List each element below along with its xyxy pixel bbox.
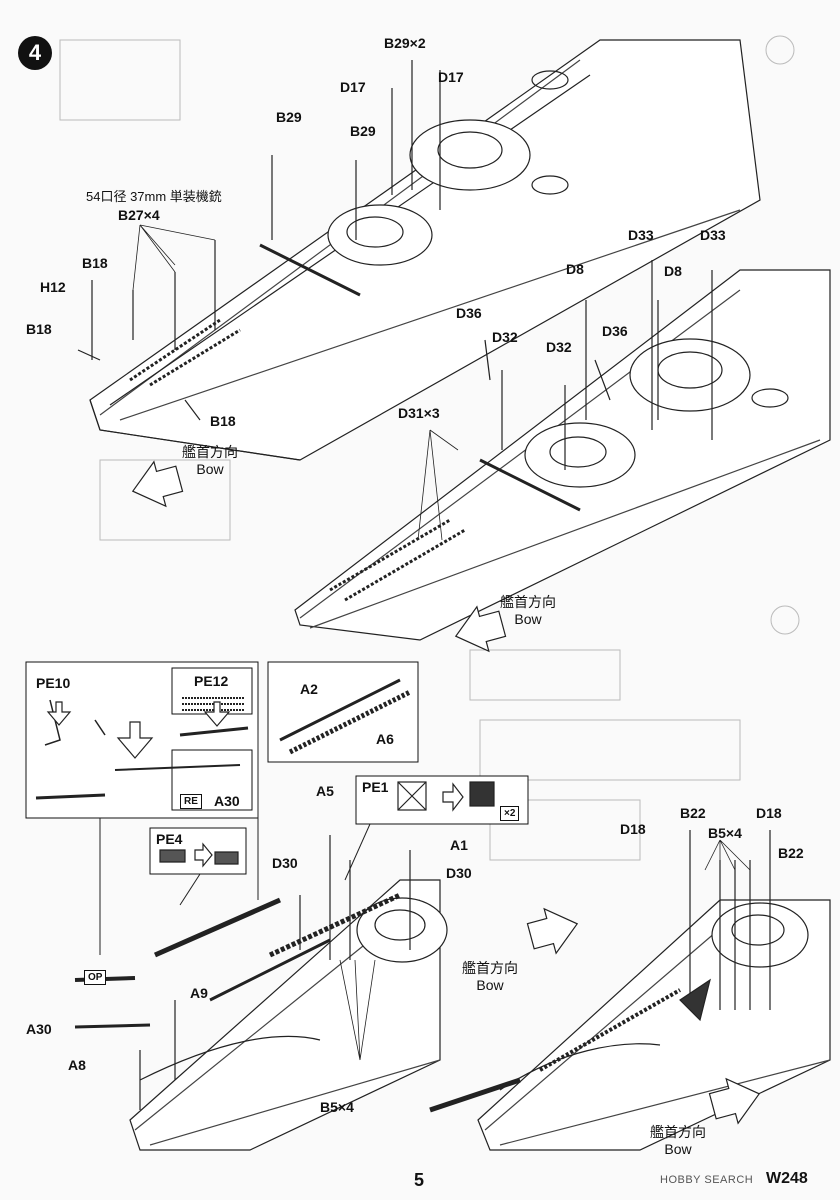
label-a9: A9	[190, 985, 208, 1001]
label-b29-b: B29	[350, 123, 376, 139]
label-d8-a: D8	[566, 261, 584, 277]
bow-direction-label-2: 艦首方向 Bow	[500, 594, 556, 628]
label-d18-a: D18	[756, 805, 782, 821]
label-pe1: PE1	[362, 779, 389, 795]
label-d32-a: D32	[492, 329, 518, 345]
label-d31x3: D31×3	[398, 405, 440, 421]
bow-direction-label-3: 艦首方向 Bow	[462, 960, 518, 994]
label-b18-c: B18	[210, 413, 236, 429]
label-d33-a: D33	[628, 227, 654, 243]
bow-jp-2: 艦首方向	[500, 594, 556, 610]
label-pe4: PE4	[156, 831, 183, 847]
label-a8: A8	[68, 1057, 86, 1073]
label-op: OP	[84, 970, 107, 985]
label-b5x4-b: B5×4	[708, 825, 742, 841]
label-b27x4: B27×4	[118, 207, 160, 223]
bow-direction-label-1: 艦首方向 Bow	[182, 444, 238, 478]
label-re: RE	[180, 794, 202, 809]
label-d17-b: D17	[438, 69, 464, 85]
label-d8-b: D8	[664, 263, 682, 279]
bow-direction-label-4: 艦首方向 Bow	[650, 1124, 706, 1158]
watermark: HOBBY SEARCH	[660, 1174, 754, 1186]
bow-en-4: Bow	[664, 1141, 692, 1157]
label-d30-a: D30	[272, 855, 298, 871]
label-a30-a: A30	[214, 793, 240, 809]
ship-3-hull	[74, 835, 448, 1151]
bow-jp-4: 艦首方向	[650, 1124, 706, 1140]
label-d18-b: D18	[620, 821, 646, 837]
label-d33-b: D33	[700, 227, 726, 243]
label-d36-b: D36	[602, 323, 628, 339]
label-a6: A6	[376, 731, 394, 747]
label-b18-a: B18	[82, 255, 108, 271]
ship-2-hull	[294, 260, 831, 641]
label-b22-a: B22	[680, 805, 706, 821]
step-number-badge: 4	[18, 36, 52, 70]
ship-1-hull	[77, 39, 761, 461]
label-d30-b: D30	[446, 865, 472, 881]
label-a5: A5	[316, 783, 334, 799]
label-b5x4-a: B5×4	[320, 1099, 354, 1115]
label-x2: ×2	[500, 806, 520, 821]
bow-jp-1: 艦首方向	[182, 444, 238, 460]
page-number: 5	[414, 1170, 425, 1190]
label-pe10: PE10	[36, 675, 71, 691]
label-a30-b: A30	[26, 1021, 52, 1037]
label-h12: H12	[40, 279, 66, 295]
label-d17-a: D17	[340, 79, 366, 95]
bow-en-3: Bow	[476, 977, 504, 993]
label-b18-b: B18	[26, 321, 52, 337]
kit-code: W248	[766, 1170, 808, 1187]
label-d32-b: D32	[546, 339, 572, 355]
label-a2: A2	[300, 681, 318, 697]
label-d36-a: D36	[456, 305, 482, 321]
bow-en-2: Bow	[514, 611, 542, 627]
label-b29x2: B29×2	[384, 35, 426, 51]
label-b22-b: B22	[778, 845, 804, 861]
bow-jp-3: 艦首方向	[462, 960, 518, 976]
label-a1: A1	[450, 837, 468, 853]
label-gun-note: 54口径 37mm 単装機銃	[86, 189, 222, 204]
bow-en-1: Bow	[196, 461, 224, 477]
label-pe12: PE12	[194, 673, 229, 689]
label-b29-a: B29	[276, 109, 302, 125]
